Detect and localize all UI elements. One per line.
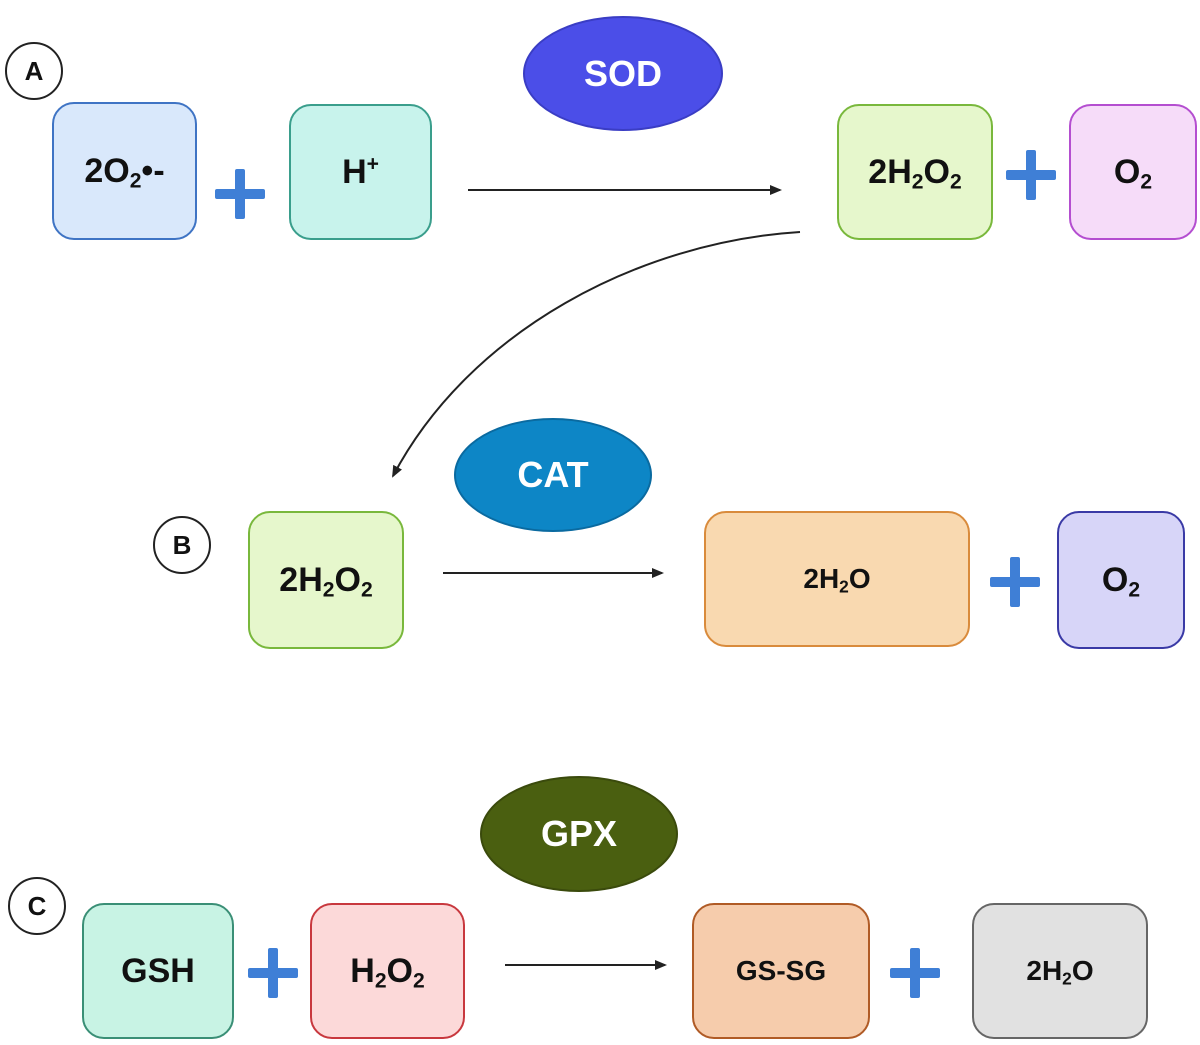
oxygen-a-sub: 2 — [1140, 169, 1153, 193]
h2o2-c-mid: O — [386, 951, 413, 990]
h2o2-c-sub2: 2 — [413, 968, 425, 992]
water-c-pre: 2H — [1026, 955, 1063, 986]
h2o2-b-sub2: 2 — [360, 577, 373, 601]
h2o2-c-pre: H — [350, 951, 375, 990]
h2o2-a-sub1: 2 — [911, 169, 924, 193]
transfer-arrow-a-to-b — [392, 231, 801, 478]
enzyme-gpx-label: GPX — [540, 813, 618, 854]
superoxide-box: 2O2•- — [52, 102, 197, 240]
water-b-mid: O — [848, 563, 871, 594]
superoxide-radical-mark: •- — [141, 151, 165, 190]
enzyme-sod-label: SOD — [583, 52, 662, 94]
enzyme-sod: SOD — [523, 16, 723, 131]
hydrogen-peroxide-box-c: H2O2 — [310, 903, 465, 1039]
panel-label-b: B — [153, 516, 211, 574]
panel-label-a: A — [5, 42, 63, 100]
hydrogen-peroxide-box-b: 2H2O2 — [248, 511, 404, 649]
water-box-c: 2H2O — [972, 903, 1148, 1039]
plus-icon — [890, 948, 940, 998]
water-box-b: 2H2O — [704, 511, 970, 647]
h2o2-c-sub1: 2 — [374, 968, 387, 992]
superoxide-subscript: 2 — [129, 168, 142, 192]
superoxide-main: 2O — [84, 151, 130, 190]
water-c-mid: O — [1071, 955, 1094, 986]
plus-icon — [1006, 150, 1056, 200]
enzyme-cat-label: CAT — [517, 454, 589, 495]
glutathione-disulfide-label: GS-SG — [735, 955, 827, 986]
enzyme-gpx: GPX — [480, 776, 678, 892]
enzyme-cat: CAT — [454, 418, 652, 532]
oxygen-b-main: O — [1101, 560, 1129, 599]
panel-label-c: C — [8, 877, 66, 935]
water-b-pre: 2H — [803, 563, 840, 594]
h2o2-b-mid: O — [334, 560, 361, 599]
h2o2-a-sub2: 2 — [949, 169, 962, 193]
h2o2-b-sub1: 2 — [322, 577, 335, 601]
h2o2-b-pre: 2H — [279, 560, 323, 599]
h2o2-a-mid: O — [923, 152, 950, 191]
oxygen-box-a: O2 — [1069, 104, 1197, 240]
glutathione-box: GSH — [82, 903, 234, 1039]
proton-superscript: + — [366, 151, 379, 175]
water-c-sub: 2 — [1062, 968, 1072, 989]
water-b-sub: 2 — [839, 576, 849, 597]
proton-main: H — [342, 152, 367, 191]
plus-icon — [990, 557, 1040, 607]
oxygen-box-b: O2 — [1057, 511, 1185, 649]
oxygen-b-sub: 2 — [1128, 577, 1141, 601]
h2o2-a-pre: 2H — [868, 152, 912, 191]
hydrogen-peroxide-box-a: 2H2O2 — [837, 104, 993, 240]
oxygen-a-main: O — [1113, 152, 1141, 191]
plus-icon — [215, 169, 265, 219]
glutathione-disulfide-box: GS-SG — [692, 903, 870, 1039]
proton-box: H+ — [289, 104, 432, 240]
glutathione-label: GSH — [121, 951, 195, 990]
plus-icon — [248, 948, 298, 998]
